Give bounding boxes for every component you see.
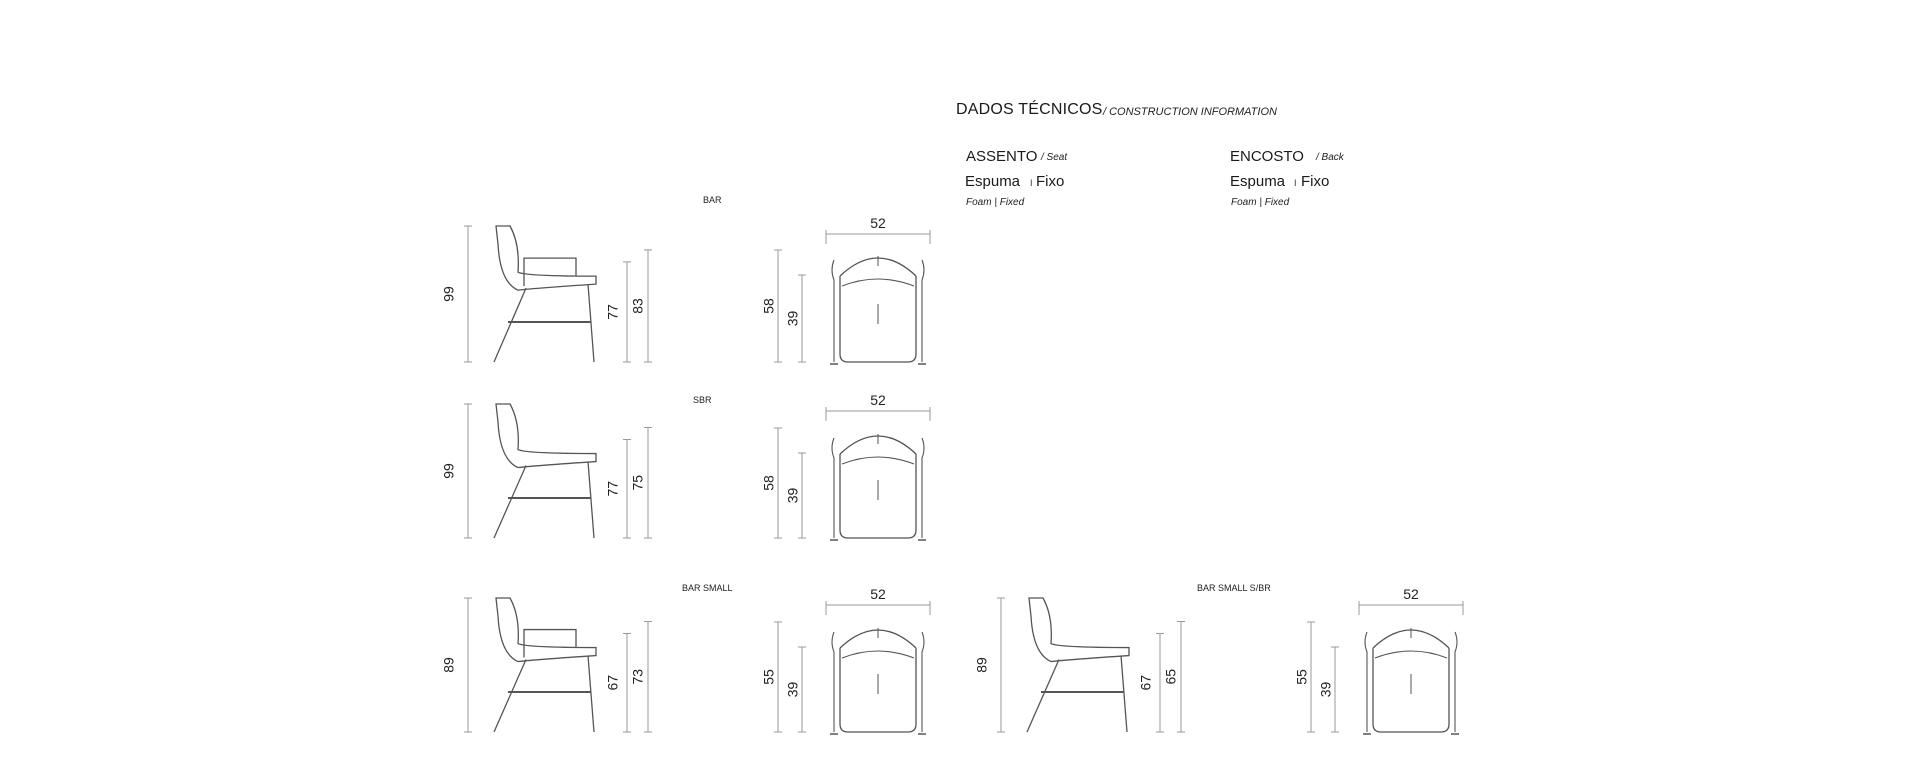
variant-2-top-seat [839, 648, 917, 733]
variant-2-top-right-rail [921, 631, 925, 732]
variant-3-dim-total-height-label: 89 [974, 657, 990, 673]
variant-0-top-seat [839, 276, 917, 363]
variant-3-dim-width-label: 52 [1403, 586, 1419, 602]
variant-0-dim-seat-height-label: 77 [605, 304, 621, 320]
variant-2-dim-seat-height-label: 67 [605, 675, 621, 691]
seat-heading-en: / Seat [1041, 152, 1068, 163]
variant-0-dim-depth-label: 58 [761, 298, 777, 314]
variant-0: 99 77 83 52 58 39 [441, 215, 931, 365]
variant-1-dim-width-label: 52 [870, 392, 886, 408]
variant-0-side-armrest [523, 257, 577, 287]
seat-separator: I [1030, 178, 1033, 188]
variant-3: 89 67 65 52 55 39 [974, 586, 1464, 735]
variant-1-top-seat [839, 454, 917, 539]
variant-3-dim-depth-label: 55 [1294, 669, 1310, 685]
variant-2-dim-arm-height-label: 73 [630, 669, 646, 685]
variant-label-sbr: SBR [693, 395, 712, 405]
variant-0-top-left-rail [831, 259, 835, 362]
page-title: DADOS TÉCNICOS [956, 101, 1103, 118]
variant-1-dim-arm-height-label: 75 [630, 475, 646, 491]
back-mode: Fixo [1301, 173, 1330, 190]
seat-material: Espuma [965, 173, 1021, 190]
variant-3-side-shell [1028, 597, 1130, 663]
variant-3-dim-seat-height-label: 67 [1138, 675, 1154, 691]
variant-0-top-back-inner [841, 278, 915, 287]
back-material: Espuma [1230, 173, 1286, 190]
seat-mode: Fixo [1036, 173, 1065, 190]
variant-2-side-front-leg [493, 659, 527, 733]
variant-3-top-left-rail [1364, 631, 1368, 732]
back-heading: ENCOSTO [1230, 148, 1304, 165]
variant-0-dim-seat-depth-label: 39 [785, 311, 801, 327]
seat-footnote: Foam | Fixed [966, 197, 1025, 208]
variant-2-side-back-leg [587, 655, 595, 733]
back-separator: I [1294, 178, 1297, 188]
variant-label-bar-small-sbr: BAR SMALL S/BR [1197, 583, 1271, 593]
variant-3-side-back-leg [1120, 655, 1128, 733]
variant-1: 99 77 75 52 58 39 [441, 392, 931, 541]
variant-3-top-seat [1372, 648, 1450, 733]
variant-label-bar-small: BAR SMALL [682, 583, 733, 593]
variant-0-side-front-leg [493, 287, 527, 363]
variant-2-dim-depth-label: 55 [761, 669, 777, 685]
variant-2-top-left-rail [831, 631, 835, 732]
variant-0-side-back-leg [587, 284, 595, 363]
variant-3-top-right-rail [1454, 631, 1458, 732]
variant-3-dim-seat-depth-label: 39 [1318, 682, 1334, 698]
variant-2-dim-seat-depth-label: 39 [785, 682, 801, 698]
variant-0-top-right-rail [921, 259, 925, 362]
variant-label-bar: BAR [703, 195, 722, 205]
variant-1-dim-seat-depth-label: 39 [785, 488, 801, 504]
variant-1-side-back-leg [587, 461, 595, 539]
variant-2: 89 67 73 52 55 39 [441, 586, 931, 735]
variant-2-dim-width-label: 52 [870, 586, 886, 602]
page-subtitle: / CONSTRUCTION INFORMATION [1103, 106, 1277, 118]
variant-0-dim-width-label: 52 [870, 215, 886, 231]
back-heading-en: / Back [1316, 152, 1344, 163]
variant-1-top-left-rail [831, 437, 835, 538]
variant-0-dim-arm-height-label: 83 [630, 298, 646, 314]
variant-1-dim-total-height-label: 99 [441, 463, 457, 479]
variant-0-dim-total-height-label: 99 [441, 286, 457, 302]
variant-1-dim-seat-height-label: 77 [605, 481, 621, 497]
variant-3-dim-arm-height-label: 65 [1163, 669, 1179, 685]
variant-2-dim-total-height-label: 89 [441, 657, 457, 673]
variant-0-side-shell [495, 225, 597, 291]
variant-1-side-shell [495, 403, 597, 469]
variant-1-dim-depth-label: 58 [761, 475, 777, 491]
variant-1-top-back-inner [841, 456, 915, 465]
variant-3-side-front-leg [1026, 659, 1060, 733]
variant-1-side-front-leg [493, 465, 527, 539]
variant-2-side-armrest [523, 628, 577, 658]
back-footnote: Foam | Fixed [1231, 197, 1290, 208]
variant-3-top-back-inner [1374, 650, 1448, 659]
variant-2-side-shell [495, 597, 597, 663]
seat-heading: ASSENTO [966, 148, 1038, 165]
variant-2-top-back-inner [841, 650, 915, 659]
variant-1-top-right-rail [921, 437, 925, 538]
